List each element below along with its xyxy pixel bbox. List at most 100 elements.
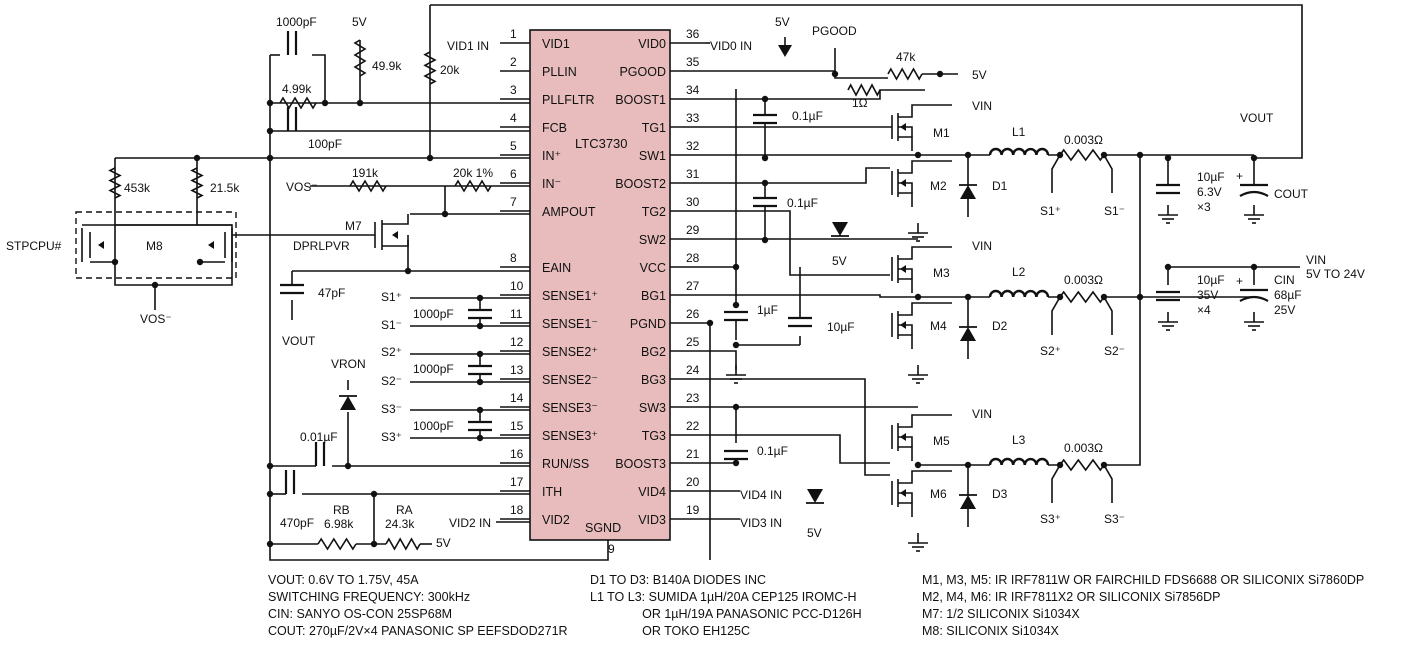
junction-dot — [266, 540, 274, 548]
wire — [705, 434, 890, 464]
junction-dot — [1164, 263, 1172, 271]
resistor-zigzag — [454, 179, 492, 193]
cap-470pf — [284, 470, 296, 494]
pin-name: VID0 — [638, 37, 666, 51]
pin-name: VID4 — [638, 485, 666, 499]
value-c0-1uf-2: 0.1µF — [787, 196, 818, 210]
junction-dot — [266, 154, 274, 162]
pin-number: 28 — [686, 251, 700, 265]
ic-body — [529, 29, 671, 541]
value-cin: CIN — [1274, 273, 1295, 287]
junction-dot — [1136, 293, 1144, 301]
diode-vron — [339, 395, 357, 410]
cap-1000pf-top — [286, 31, 298, 55]
label-vid3-in: VID3 IN — [740, 516, 782, 530]
junction-dot — [370, 540, 378, 548]
value-m8: M8 — [146, 239, 163, 253]
value-r4-99k: 4.99k — [282, 82, 312, 96]
diode-icon — [340, 396, 356, 410]
pin-number: 22 — [686, 419, 700, 433]
pin-number: 12 — [510, 335, 524, 349]
pin-name: ITH — [542, 485, 562, 499]
pin-name: PGND — [630, 317, 666, 331]
pin-number: 35 — [686, 55, 700, 69]
diode-d3 — [959, 494, 977, 509]
value-c1uf: 1µF — [757, 303, 778, 317]
label-vid4-in: VID4 IN — [740, 488, 782, 502]
cap-0-1uf-boost1 — [753, 113, 777, 125]
junction-dot — [732, 459, 740, 467]
wires — [82, 4, 1303, 561]
label-vid0-in: VID0 IN — [710, 39, 752, 53]
pin-name: SENSE3⁻ — [542, 401, 598, 415]
pin-number: 23 — [686, 391, 700, 405]
label-s3m: S3⁻ — [381, 402, 402, 416]
note-line: OR 1µH/19A PANASONIC PCC-D126H — [590, 607, 862, 621]
label-s2m: S2⁻ — [381, 374, 402, 388]
junction-dot — [914, 461, 922, 469]
label-s2p: S2⁺ — [381, 345, 402, 359]
diode-icon — [960, 327, 976, 341]
diode-icon — [960, 495, 976, 509]
value-cin-bank-0: 10µF — [1197, 273, 1225, 287]
pin-name: TG2 — [642, 205, 666, 219]
pin-number: 24 — [686, 363, 700, 377]
pin-name: VID3 — [638, 513, 666, 527]
value-cin-bank-1: 35V — [1197, 288, 1218, 302]
junction-dot — [914, 151, 922, 159]
pin-number: 7 — [510, 195, 517, 209]
value-cin-vals-1: 25V — [1274, 303, 1295, 317]
junction-dot — [266, 99, 274, 107]
value-l1: L1 — [1012, 125, 1026, 139]
value-cout-bank-1: 6.3V — [1197, 185, 1222, 199]
resistor-zigzag — [317, 537, 357, 551]
label-dprlpvr: DPRLPVR — [293, 239, 350, 253]
pin-name: AMPOUT — [542, 205, 596, 219]
label-s2p-out: S2⁺ — [1040, 344, 1061, 358]
pin-number: 8 — [510, 251, 517, 265]
ground-icon — [1244, 205, 1264, 224]
value-c10uf: 10µF — [827, 320, 855, 334]
notes-left: VOUT: 0.6V TO 1.75V, 45A SWITCHING FREQU… — [268, 572, 568, 640]
label-vron: VRON — [331, 357, 366, 371]
resistor-rb — [317, 537, 357, 551]
junction-dot — [266, 127, 274, 135]
junction-dot — [831, 70, 839, 78]
cap-cin-bank — [1156, 290, 1180, 302]
junction-dot — [370, 490, 378, 498]
pin-number: 20 — [686, 475, 700, 489]
junction-dots — [111, 70, 1258, 548]
label-5v-d3: 5V — [807, 526, 822, 540]
junction-dot — [356, 99, 364, 107]
pin-name: VID2 — [542, 513, 570, 527]
value-m3: M3 — [933, 266, 950, 280]
label-s3p: S3⁺ — [381, 430, 402, 444]
pin-number: 6 — [510, 167, 517, 181]
value-ra: RA — [396, 503, 413, 517]
mosfet-m3 — [891, 246, 952, 293]
pin-name: EAIN — [542, 261, 571, 275]
pin-number: 21 — [686, 447, 700, 461]
pin-number: 33 — [686, 111, 700, 125]
pin-name: IN⁻ — [542, 177, 561, 191]
diode-boost2 — [831, 222, 849, 237]
junction-dot — [404, 267, 412, 275]
value-d1: D1 — [992, 179, 1008, 193]
junction-dot — [476, 294, 484, 302]
label-s2m-out: S2⁻ — [1104, 344, 1125, 358]
note-line: M1, M3, M5: IR IRF7811W OR FAIRCHILD FDS… — [922, 573, 1365, 587]
wire — [705, 294, 918, 298]
label-vin-m5: VIN — [972, 407, 992, 421]
pin-name: SENSE2⁻ — [542, 373, 598, 387]
ic-name: LTC3730 — [575, 136, 628, 151]
value-c-sense2: 1000pF — [413, 362, 454, 376]
